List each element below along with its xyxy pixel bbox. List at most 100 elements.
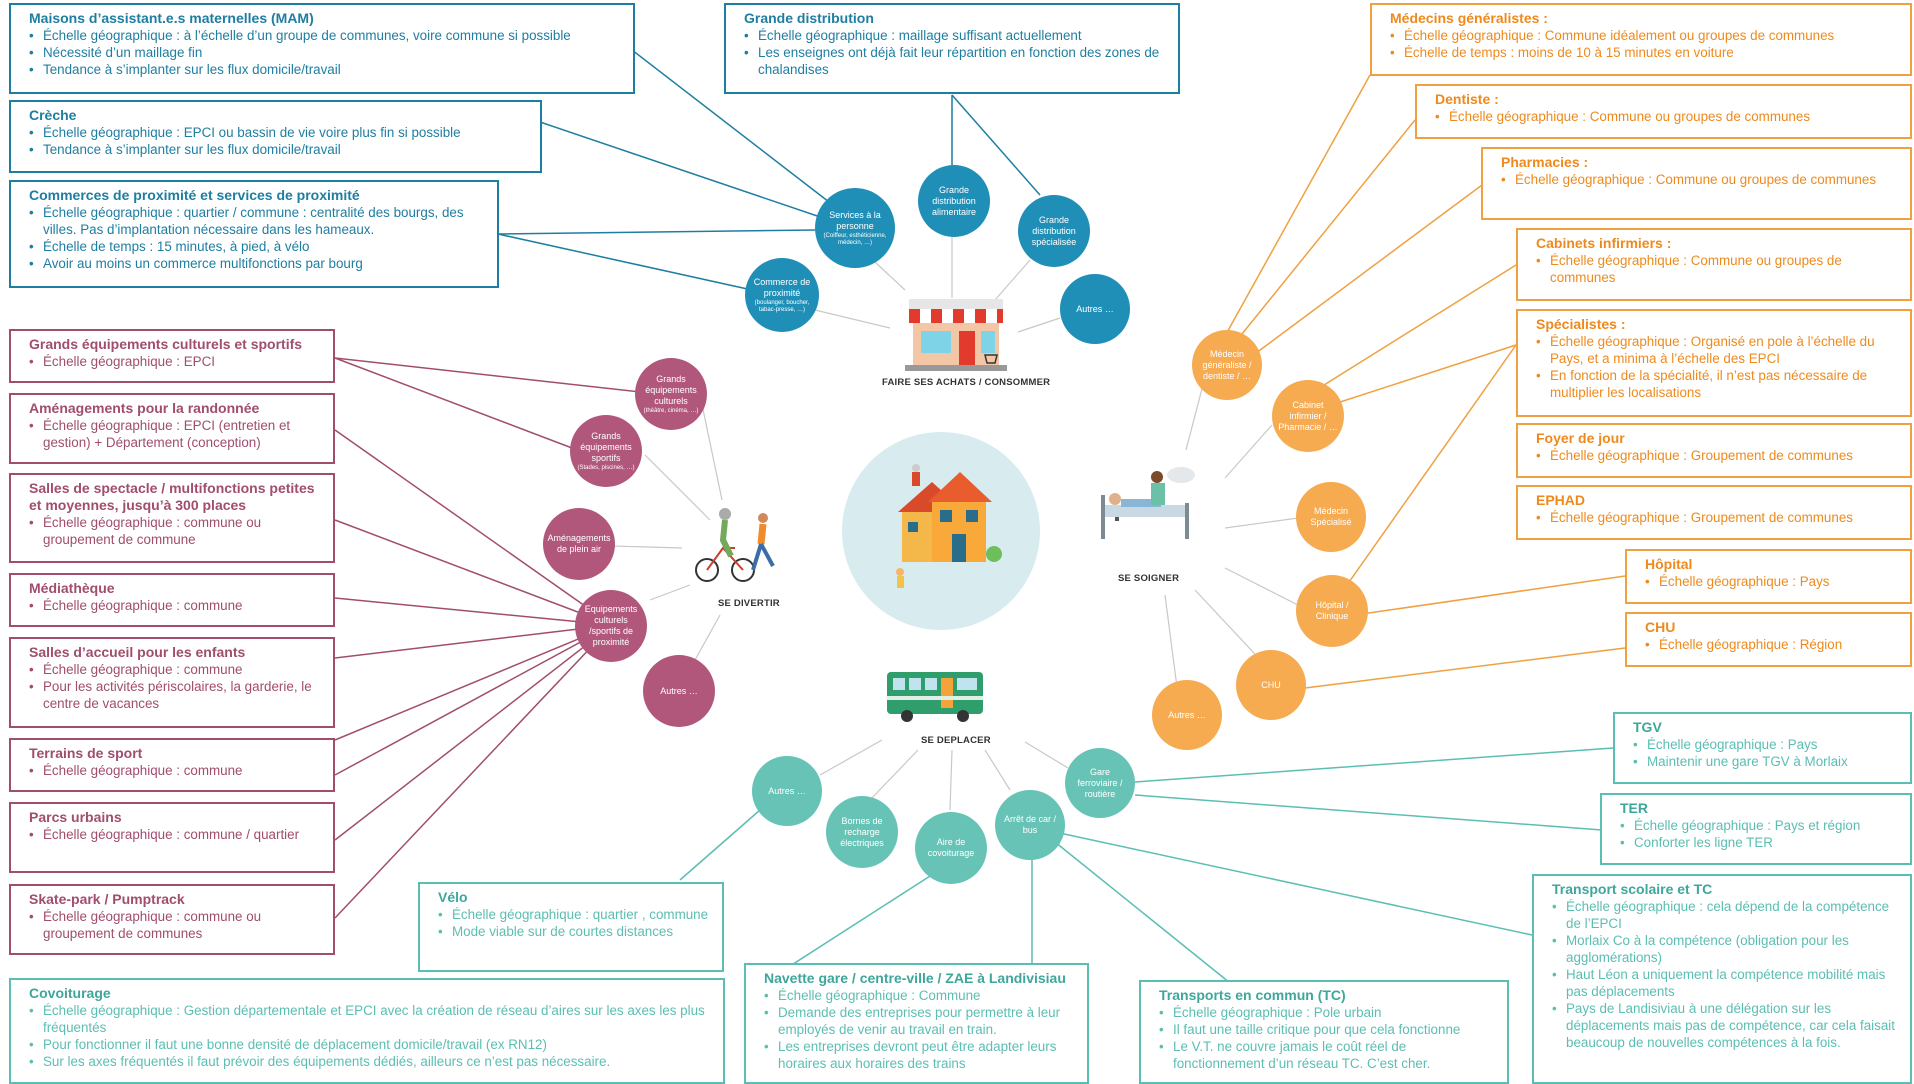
node-label: Autres … xyxy=(768,785,806,796)
bullet-item: Échelle géographique : commune xyxy=(29,762,321,779)
bullet-item: Il faut une taille critique pour que cel… xyxy=(1159,1021,1495,1038)
bullet-item: Échelle géographique : cela dépend de la… xyxy=(1552,898,1898,932)
node-sublabel: (boulanger, boucher, tabac-presse, …) xyxy=(754,299,810,313)
node-label: CHU xyxy=(1261,679,1281,690)
bullet-item: Tendance à s’implanter sur les flux domi… xyxy=(29,141,528,158)
bullet-item: Échelle géographique : Région xyxy=(1645,636,1898,653)
node-label: Gare ferroviaire / routière xyxy=(1077,766,1123,799)
category-soigner: SE SOIGNER xyxy=(1118,573,1180,584)
box-title: Aménagements pour la randonnée xyxy=(29,400,260,416)
bullet-item: Échelle géographique : à l’échelle d’un … xyxy=(29,27,621,44)
box-title: Commerces de proximité et services de pr… xyxy=(29,187,360,203)
node-commerce-proximite: Commerce de proximité(boulanger, boucher… xyxy=(745,258,819,332)
bullet-item: Les entreprises devront peut être adapte… xyxy=(764,1038,1075,1072)
bullet-item: Échelle géographique : Commune ou groupe… xyxy=(1435,108,1898,125)
box-title: Transports en commun (TC) xyxy=(1159,987,1346,1003)
box-title: Médecins généralistes : xyxy=(1390,10,1548,26)
box-title: Foyer de jour xyxy=(1536,430,1625,446)
node-arret-car: Arrêt de car / bus xyxy=(995,790,1065,860)
bullet-item: Échelle géographique : commune xyxy=(29,661,321,678)
box-mam: Maisons d’assistant.e.s maternelles (MAM… xyxy=(9,3,635,94)
box-title: Pharmacies : xyxy=(1501,154,1589,170)
node-grands-equipements-culturels: Grands équipements culturels(théâtre, ci… xyxy=(635,358,707,430)
bullet-item: Échelle géographique : Gestion départeme… xyxy=(29,1002,711,1036)
box-chu: CHU Échelle géographique : Région xyxy=(1625,612,1912,667)
box-title: Salles de spectacle / multifonctions pet… xyxy=(29,480,315,513)
category-deplacer: SE DEPLACER xyxy=(921,735,991,746)
box-randonnee: Aménagements pour la randonnée Échelle g… xyxy=(9,393,335,464)
node-label: Commerce de proximité xyxy=(753,276,811,298)
bullet-item: Maintenir une gare TGV à Morlaix xyxy=(1633,753,1898,770)
node-label: Hôpital / Clinique xyxy=(1315,600,1349,621)
bullet-item: En fonction de la spécialité, il n’est p… xyxy=(1536,367,1898,401)
node-label: Aménagements de plein air xyxy=(547,533,611,554)
node-hopital-clinique: Hôpital / Clinique xyxy=(1296,575,1368,647)
node-label: Services à la personne xyxy=(829,209,881,231)
box-salles-enfants: Salles d’accueil pour les enfants Échell… xyxy=(9,637,335,728)
bullet-item: Échelle géographique : Commune ou groupe… xyxy=(1501,171,1898,188)
bullet-item: Échelle géographique : Commune idéalemen… xyxy=(1390,27,1898,44)
bullet-item: Échelle géographique : commune ou groupe… xyxy=(29,514,321,548)
bullet-item: Nécessité d’un maillage fin xyxy=(29,44,621,61)
node-label: Médecin Spécialisé xyxy=(1310,506,1352,527)
bullet-item: Morlaix Co à la compétence (obligation p… xyxy=(1552,932,1898,966)
node-label: Médecin généraliste / dentiste / … xyxy=(1202,348,1252,381)
box-title: Vélo xyxy=(438,889,468,905)
node-sublabel: (Stades, piscines, …) xyxy=(577,464,635,471)
node-grande-distribution-alimentaire: Grande distribution alimentaire xyxy=(918,165,990,237)
box-title: Dentiste : xyxy=(1435,91,1499,107)
house-icon xyxy=(896,464,1002,588)
node-aire-covoiturage: Aire de covoiturage xyxy=(915,812,987,884)
node-grands-equipements-sportifs: Grands équipements sportifs(Stades, pisc… xyxy=(570,415,642,487)
box-dentiste: Dentiste : Échelle géographique : Commun… xyxy=(1415,84,1912,139)
category-divertir: SE DIVERTIR xyxy=(718,598,780,609)
node-gare: Gare ferroviaire / routière xyxy=(1065,748,1135,818)
bullet-item: Conforter les ligne TER xyxy=(1620,834,1898,851)
bullet-item: Échelle géographique : Commune xyxy=(764,987,1075,1004)
bullet-item: Échelle géographique : Pays xyxy=(1645,573,1898,590)
box-title: Terrains de sport xyxy=(29,745,143,761)
box-navette: Navette gare / centre-ville / ZAE à Land… xyxy=(744,963,1089,1084)
box-pharmacies: Pharmacies : Échelle géographique : Comm… xyxy=(1481,147,1912,220)
bullet-item: Le V.T. ne couvre jamais le coût réel de… xyxy=(1159,1038,1495,1072)
bullet-item: Échelle géographique : Pays et région xyxy=(1620,817,1898,834)
bullet-item: Avoir au moins un commerce multifonction… xyxy=(29,255,485,272)
node-grande-distribution-specialisee: Grande distribution spécialisée xyxy=(1018,195,1090,267)
box-title: Cabinets infirmiers : xyxy=(1536,235,1672,251)
bullet-item: Les enseignes ont déjà fait leur réparti… xyxy=(744,44,1166,78)
box-title: EPHAD xyxy=(1536,492,1586,508)
node-sublabel: (théâtre, cinéma, …) xyxy=(643,407,699,414)
box-foyer-jour: Foyer de jour Échelle géographique : Gro… xyxy=(1516,423,1912,478)
box-title: TGV xyxy=(1633,719,1662,735)
bullet-item: Pour fonctionner il faut une bonne densi… xyxy=(29,1036,711,1053)
bullet-item: Échelle géographique : quartier / commun… xyxy=(29,204,485,238)
bullet-item: Échelle géographique : Groupement de com… xyxy=(1536,509,1898,526)
bullet-item: Demande des entreprises pour permettre à… xyxy=(764,1004,1075,1038)
node-medecin-specialise: Médecin Spécialisé xyxy=(1296,482,1366,552)
box-title: Skate-park / Pumptrack xyxy=(29,891,185,907)
node-amenagements-plein-air: Aménagements de plein air xyxy=(543,508,615,580)
bus-icon xyxy=(887,672,983,722)
box-covoiturage: Covoiturage Échelle géographique : Gesti… xyxy=(9,978,725,1084)
box-commerces: Commerces de proximité et services de pr… xyxy=(9,180,499,288)
bullet-item: Échelle géographique : quartier , commun… xyxy=(438,906,710,923)
node-label: Equipements culturels /sportifs de proxi… xyxy=(584,604,638,647)
bullet-item: Échelle géographique : Commune ou groupe… xyxy=(1536,252,1898,286)
box-title: Covoiturage xyxy=(29,985,111,1001)
box-title: Navette gare / centre-ville / ZAE à Land… xyxy=(764,970,1066,986)
node-cabinet-infirmier: Cabinet infirmier / Pharmacie / … xyxy=(1272,380,1344,452)
node-autres-consommer: Autres … xyxy=(1060,274,1130,344)
node-label: Aire de covoiturage xyxy=(927,837,975,858)
bullet-item: Tendance à s’implanter sur les flux domi… xyxy=(29,61,621,78)
bullet-item: Échelle géographique : Pole urbain xyxy=(1159,1004,1495,1021)
node-label: Autres … xyxy=(660,685,698,696)
box-title: Spécialistes : xyxy=(1536,316,1626,332)
box-title: CHU xyxy=(1645,619,1676,635)
box-hopital: Hôpital Échelle géographique : Pays xyxy=(1625,549,1912,604)
bullet-item: Échelle géographique : maillage suffisan… xyxy=(744,27,1166,44)
bullet-item: Pays de Landisiviau à une délégation sur… xyxy=(1552,1000,1898,1051)
box-parcs-urbains: Parcs urbains Échelle géographique : com… xyxy=(9,802,335,873)
box-tc: Transports en commun (TC) Échelle géogra… xyxy=(1139,980,1509,1084)
bullet-item: Échelle géographique : EPCI ou bassin de… xyxy=(29,124,528,141)
